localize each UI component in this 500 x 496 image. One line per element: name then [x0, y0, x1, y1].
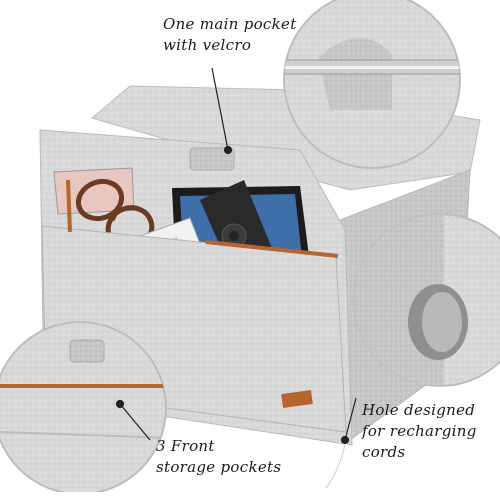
zipper-left	[66, 179, 72, 233]
caption-hole-line3: cords	[362, 443, 406, 461]
zipper-front	[205, 240, 339, 258]
caption-hole-line1: Hole designed	[362, 401, 476, 419]
caption-main-pocket-line1: One main pocket	[163, 15, 297, 33]
charging-cable	[324, 439, 348, 490]
zoom-velcro	[283, 0, 461, 169]
caption-hole: Hole designed for recharging cords	[362, 400, 477, 463]
velcro-tab	[189, 147, 235, 171]
caption-front-pockets: 3 Front storage pockets	[156, 436, 281, 478]
caption-main-pocket: One main pocket with velcro	[163, 14, 297, 56]
caption-front-pockets-line2: storage pockets	[156, 458, 282, 476]
caption-main-pocket-line2: with velcro	[163, 36, 252, 54]
caption-front-pockets-line1: 3 Front	[156, 437, 215, 455]
brand-tag	[281, 389, 313, 409]
caption-hole-line2: for recharging	[362, 422, 477, 440]
leader-lines	[115, 67, 357, 445]
